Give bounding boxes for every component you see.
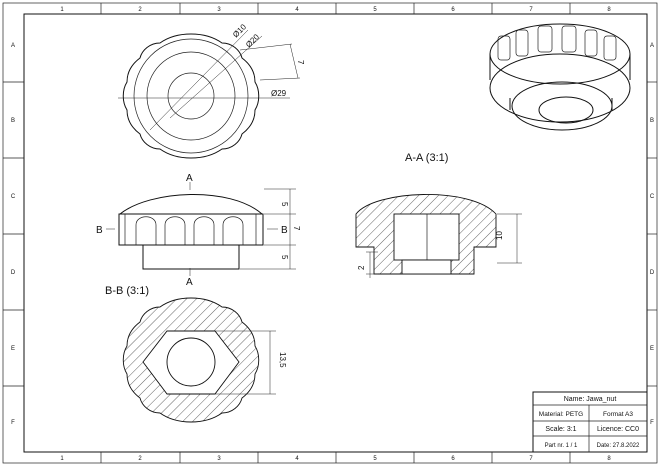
row-label: D — [650, 270, 655, 276]
col-label: 4 — [295, 7, 299, 13]
row-labels-left: A B C D E F — [11, 43, 16, 426]
dim-13-5-label: 13,5 — [278, 352, 287, 368]
top-view-d10-circle — [167, 72, 215, 120]
dim-d10-label: Ø10 — [231, 22, 248, 39]
row-label: D — [11, 270, 16, 276]
isometric-view — [489, 23, 631, 131]
section-aa-title: A-A (3:1) — [405, 152, 448, 164]
row-label: C — [650, 194, 655, 200]
col-label: 1 — [60, 456, 64, 462]
section-bb-title: B-B (3:1) — [105, 285, 149, 297]
row-label: C — [11, 194, 16, 200]
dim-d20-label: Ø20 — [244, 32, 261, 49]
col-label: 5 — [373, 7, 377, 13]
section-marker-a-bottom: A — [186, 277, 193, 288]
title-block-part: Part nr. 1 / 1 — [545, 443, 578, 449]
row-labels-right: A B C D E F — [650, 43, 655, 426]
front-view: A A B B 5 7 5 — [96, 173, 301, 288]
row-label: A — [650, 43, 654, 49]
col-label: 1 — [60, 7, 64, 13]
front-view-base — [142, 244, 240, 270]
section-marker-b-right: B — [281, 225, 288, 236]
col-label: 3 — [217, 7, 221, 13]
row-label: F — [11, 420, 15, 426]
top-view: Ø10 Ø20 Ø29 7 — [118, 22, 305, 159]
col-label: 7 — [529, 456, 533, 462]
dim-2-label: 2 — [357, 265, 366, 270]
dim-5-bottom-label: 5 — [280, 255, 289, 260]
section-marker-a-top: A — [186, 173, 193, 184]
col-label: 7 — [529, 7, 533, 13]
row-label: E — [11, 346, 15, 352]
section-aa-view: A-A (3:1) 10 2 — [355, 152, 522, 278]
section-marker-b-left: B — [96, 225, 103, 236]
front-view-knurl-band — [118, 213, 264, 246]
dim-5-top-label: 5 — [280, 202, 289, 207]
top-view-knurled-outline — [122, 33, 260, 159]
dim-7-label: 7 — [296, 60, 305, 65]
front-view-dome — [118, 194, 264, 215]
section-bb-view: B-B (3:1) 13,5 — [105, 285, 287, 423]
col-label: 8 — [607, 456, 611, 462]
col-label: 2 — [138, 7, 142, 13]
col-label: 3 — [217, 456, 221, 462]
col-label: 4 — [295, 456, 299, 462]
title-block-name: Name: Jawa_nut — [564, 396, 617, 403]
column-labels-bottom: 1 2 3 4 5 6 7 8 — [60, 456, 611, 462]
row-label: F — [650, 420, 654, 426]
col-label: 6 — [451, 456, 455, 462]
row-label: B — [650, 118, 654, 124]
section-aa-bore — [401, 259, 452, 275]
dim-d29-label: Ø29 — [271, 89, 287, 98]
title-block-material: Material: PETG — [539, 411, 583, 418]
title-block-scale: Scale: 3:1 — [545, 426, 576, 433]
top-view-outer-circle — [133, 38, 249, 154]
col-label: 5 — [373, 456, 377, 462]
row-label: E — [650, 346, 654, 352]
row-label: B — [11, 118, 15, 124]
col-label: 8 — [607, 7, 611, 13]
grid-ticks — [3, 3, 657, 463]
title-block-format: Format A3 — [603, 411, 633, 418]
dim-7-label: 7 — [292, 226, 301, 231]
title-block-licence: Licence: CC0 — [597, 426, 639, 433]
column-labels-top: 1 2 3 4 5 6 7 8 — [60, 7, 611, 13]
dim-10-label: 10 — [495, 231, 504, 240]
top-view-d20-circle — [146, 51, 236, 141]
title-block: Name: Jawa_nut Material: PETG Format A3 … — [532, 391, 648, 453]
title-block-date: Date: 27.8.2022 — [597, 443, 640, 449]
row-label: A — [11, 43, 15, 49]
col-label: 2 — [138, 456, 142, 462]
col-label: 6 — [451, 7, 455, 13]
inner-frame — [23, 13, 648, 453]
section-bb-bore — [166, 337, 216, 387]
section-aa-hex-cavity — [393, 213, 460, 261]
